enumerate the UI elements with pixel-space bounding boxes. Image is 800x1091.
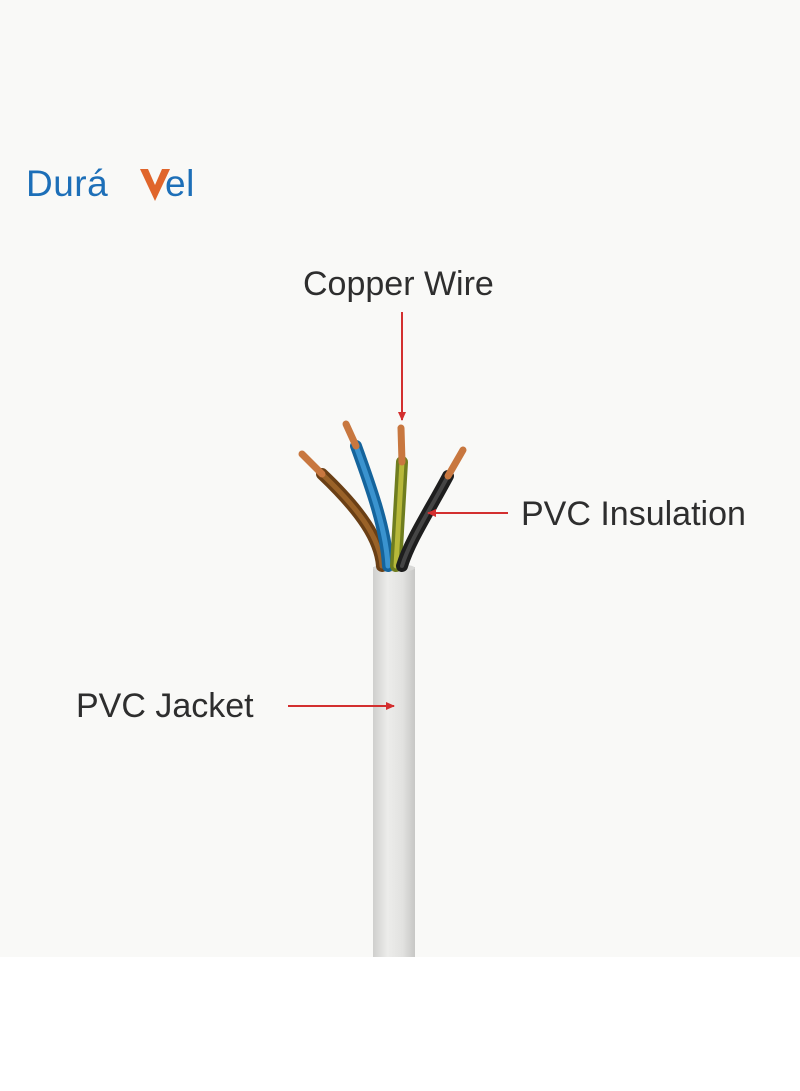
brand-logo: Durá el — [26, 160, 216, 210]
copper-strand-blue — [342, 420, 360, 450]
pvc-jacket-label: PVC Jacket — [76, 687, 254, 725]
wire-black — [396, 446, 467, 572]
brand-logo-text-left: Durá — [26, 163, 109, 204]
wire-green-yellow — [390, 424, 408, 572]
bottom-band — [0, 957, 800, 1091]
copper-strand-black — [444, 446, 467, 480]
pvc-insulation-label: PVC Insulation — [521, 495, 746, 533]
wire-brown — [298, 450, 388, 572]
pvc-jacket — [373, 564, 415, 957]
copper-wire-label: Copper Wire — [303, 265, 494, 303]
brand-logo-v-mark — [140, 169, 170, 201]
copper-strand-brown — [298, 450, 326, 478]
copper-strand-green — [397, 424, 406, 466]
wire-blue — [342, 420, 394, 572]
brand-logo-text-right: el — [165, 163, 195, 204]
